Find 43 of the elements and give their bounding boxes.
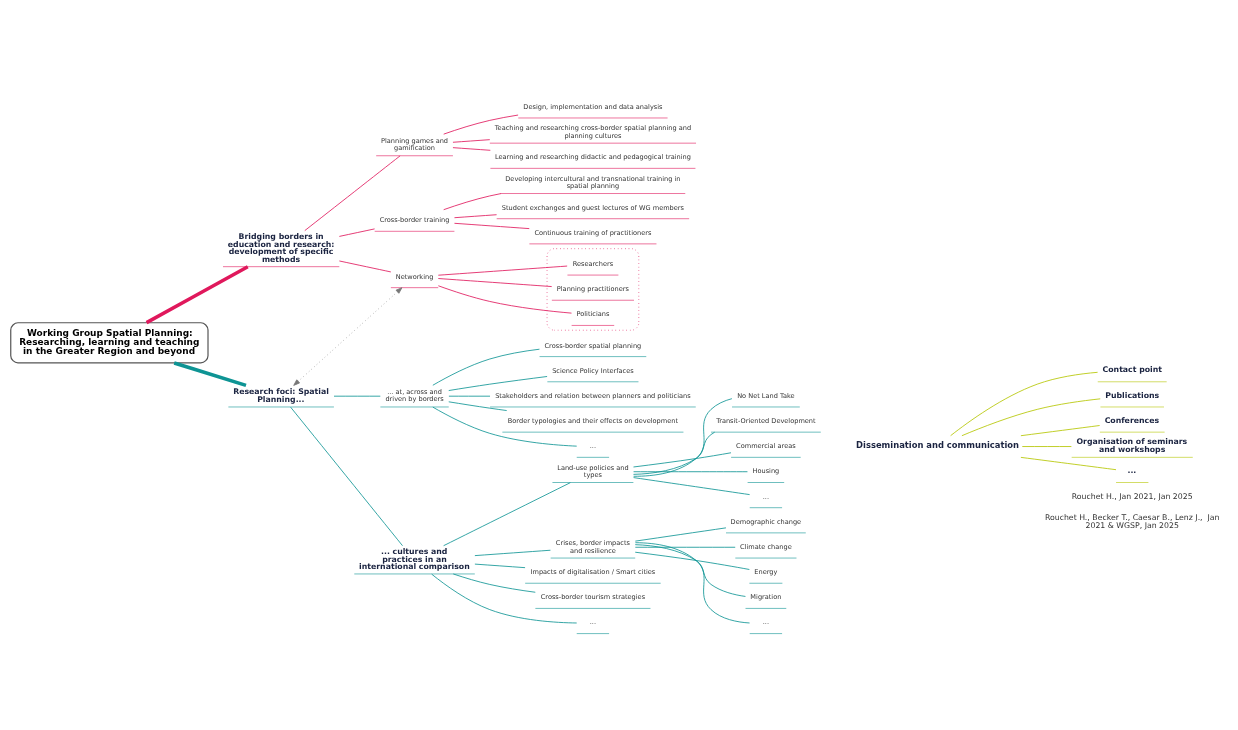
connector <box>634 546 736 548</box>
arrow <box>293 287 403 386</box>
connector <box>633 477 751 496</box>
connector <box>634 551 750 570</box>
connector <box>1020 456 1117 471</box>
connector <box>474 549 551 557</box>
connector <box>1021 446 1072 447</box>
connector <box>432 348 540 386</box>
node-box: Working Group Spatial Planning: Researching, learning and teaching in the Greater Region and beyond <box>10 322 209 364</box>
connector <box>338 228 375 237</box>
connector <box>338 260 392 273</box>
connector <box>437 265 568 276</box>
connector <box>454 222 530 230</box>
connector <box>304 155 401 232</box>
connector <box>432 406 578 447</box>
connector <box>437 278 553 287</box>
connector <box>633 471 748 473</box>
connector <box>437 285 572 314</box>
connector <box>431 573 578 624</box>
cluster <box>546 248 640 331</box>
connector <box>1020 425 1101 437</box>
connector <box>290 406 403 547</box>
connector <box>452 139 491 143</box>
connector <box>448 376 548 391</box>
connector <box>634 527 727 542</box>
connector <box>635 542 750 624</box>
connector <box>474 563 526 569</box>
connector <box>633 452 732 468</box>
connector <box>443 482 571 547</box>
connector <box>633 431 716 475</box>
connector <box>145 265 249 325</box>
connector <box>633 398 733 477</box>
connector <box>452 573 536 593</box>
connector <box>452 147 491 151</box>
connector <box>950 371 1098 437</box>
node-text: Dissemination and communication <box>856 440 1020 451</box>
connector <box>443 193 502 211</box>
connector <box>173 361 247 388</box>
connector <box>454 214 497 219</box>
connector <box>448 401 508 411</box>
connector <box>634 544 746 597</box>
connector <box>443 114 519 135</box>
connector <box>961 398 1101 437</box>
